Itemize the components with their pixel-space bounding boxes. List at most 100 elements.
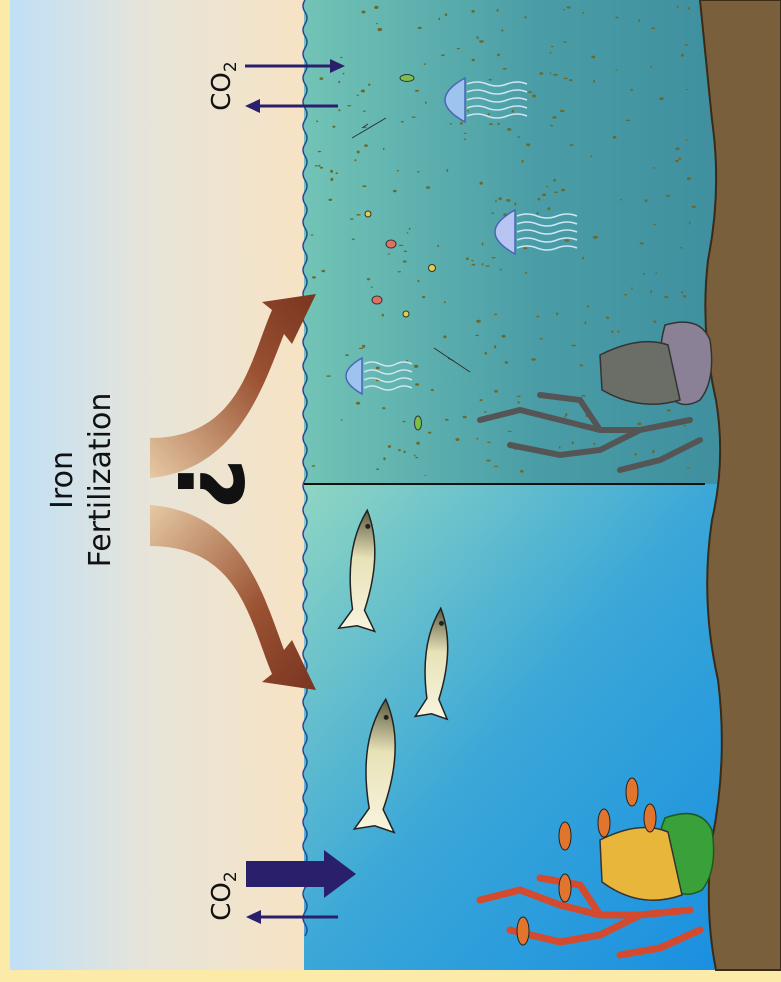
plankton-speck	[494, 390, 497, 393]
plankton-speck	[445, 13, 447, 16]
plankton-speck	[564, 78, 568, 80]
plankton-speck	[615, 70, 617, 71]
question-group: ?	[156, 458, 261, 510]
plankton-speck	[388, 253, 391, 254]
plankton-speck	[491, 213, 494, 214]
plankton-speck	[582, 257, 584, 260]
title-line-1: Iron	[45, 451, 80, 509]
plankton-speck	[447, 169, 449, 172]
plankton-speck	[675, 160, 679, 162]
plankton-speck	[580, 364, 583, 366]
plankton-speck	[362, 185, 366, 187]
plankton-speck	[676, 6, 679, 8]
plankton-speck	[532, 95, 536, 98]
plankton-speck	[340, 57, 342, 58]
plankton-speck	[476, 320, 481, 323]
plankton-speck	[546, 186, 548, 187]
plankton-speck	[443, 335, 446, 338]
plankton-speck	[631, 287, 633, 289]
plankton-speck	[522, 160, 524, 163]
plankton-speck	[425, 475, 427, 476]
plankton-speck	[383, 457, 385, 460]
plankton-speck	[590, 155, 592, 157]
plankton-speck	[501, 29, 503, 31]
plankton-speck	[559, 446, 561, 448]
plankton-speck	[485, 352, 488, 355]
plankton-speck	[444, 301, 446, 303]
plankton-speck	[551, 46, 554, 47]
plankton-speck	[571, 345, 576, 347]
plankton-speck	[488, 113, 490, 115]
plankton-speck	[553, 74, 558, 76]
plankton-speck	[320, 77, 324, 80]
plankton-speck	[489, 123, 493, 125]
plankton-speck	[338, 81, 340, 83]
plankton-speck	[376, 468, 379, 470]
plankton-speck	[467, 110, 470, 111]
plankton-speck	[463, 416, 467, 419]
plankton-speck	[620, 199, 622, 201]
plankton-speck	[684, 44, 688, 45]
plankton-speck	[537, 212, 539, 215]
plankton-speck	[681, 291, 684, 293]
plankton-speck	[500, 269, 502, 271]
clownfish-icon	[559, 874, 571, 902]
plankton-speck	[352, 239, 355, 241]
plankton-speck	[330, 170, 333, 173]
plankton-speck	[528, 91, 532, 93]
plankton-speck	[497, 9, 499, 12]
plankton-speck	[563, 9, 565, 11]
plankton-speck	[356, 95, 359, 96]
plankton-speck	[520, 470, 524, 473]
plankton-speck	[378, 28, 383, 31]
plankton-speck	[686, 89, 688, 90]
plankton-speck	[684, 425, 686, 427]
title-line-2: Fertilization	[83, 393, 118, 568]
plankton-speck	[523, 247, 527, 249]
plankton-speck	[403, 260, 407, 262]
plankton-speck	[332, 126, 335, 128]
plankton-speck	[460, 122, 463, 125]
plankton-speck	[585, 321, 587, 324]
plankton-speck	[554, 192, 558, 193]
plankton-speck	[611, 330, 613, 333]
plankton-speck	[489, 79, 492, 81]
plankton-speck	[402, 421, 405, 423]
plankton-speck	[655, 272, 657, 274]
zooplankton-icon	[400, 75, 414, 82]
plankton-speck	[691, 206, 696, 208]
plankton-speck	[499, 197, 502, 200]
plankton-speck	[526, 143, 530, 146]
plankton-speck	[564, 41, 567, 43]
plankton-speck	[685, 139, 687, 141]
plankton-speck	[550, 125, 553, 127]
plankton-speck	[336, 172, 338, 174]
plankton-speck	[425, 101, 427, 104]
plankton-speck	[638, 19, 640, 22]
plankton-speck	[494, 466, 499, 467]
plankton-speck	[494, 314, 497, 316]
plankton-speck	[356, 402, 360, 405]
plankton-speck	[404, 251, 407, 253]
plankton-speck	[422, 296, 425, 298]
plankton-speck	[475, 335, 479, 336]
plankton-speck	[561, 189, 565, 192]
plankton-speck	[364, 144, 368, 147]
plankton-speck	[330, 178, 333, 181]
plankton-speck	[321, 270, 325, 273]
clownfish-icon	[626, 778, 638, 806]
plankton-speck	[464, 138, 466, 140]
plankton-speck	[552, 116, 556, 119]
plankton-speck	[666, 195, 670, 197]
plankton-speck	[494, 345, 496, 348]
plankton-speck	[564, 416, 566, 417]
plankton-speck	[431, 389, 434, 391]
plankton-speck	[312, 276, 316, 278]
plankton-speck	[406, 360, 408, 361]
plankton-speck	[553, 179, 556, 182]
plankton-speck	[477, 36, 479, 39]
plankton-speck	[426, 186, 430, 189]
plankton-speck	[650, 66, 652, 68]
plankton-speck	[485, 265, 489, 266]
